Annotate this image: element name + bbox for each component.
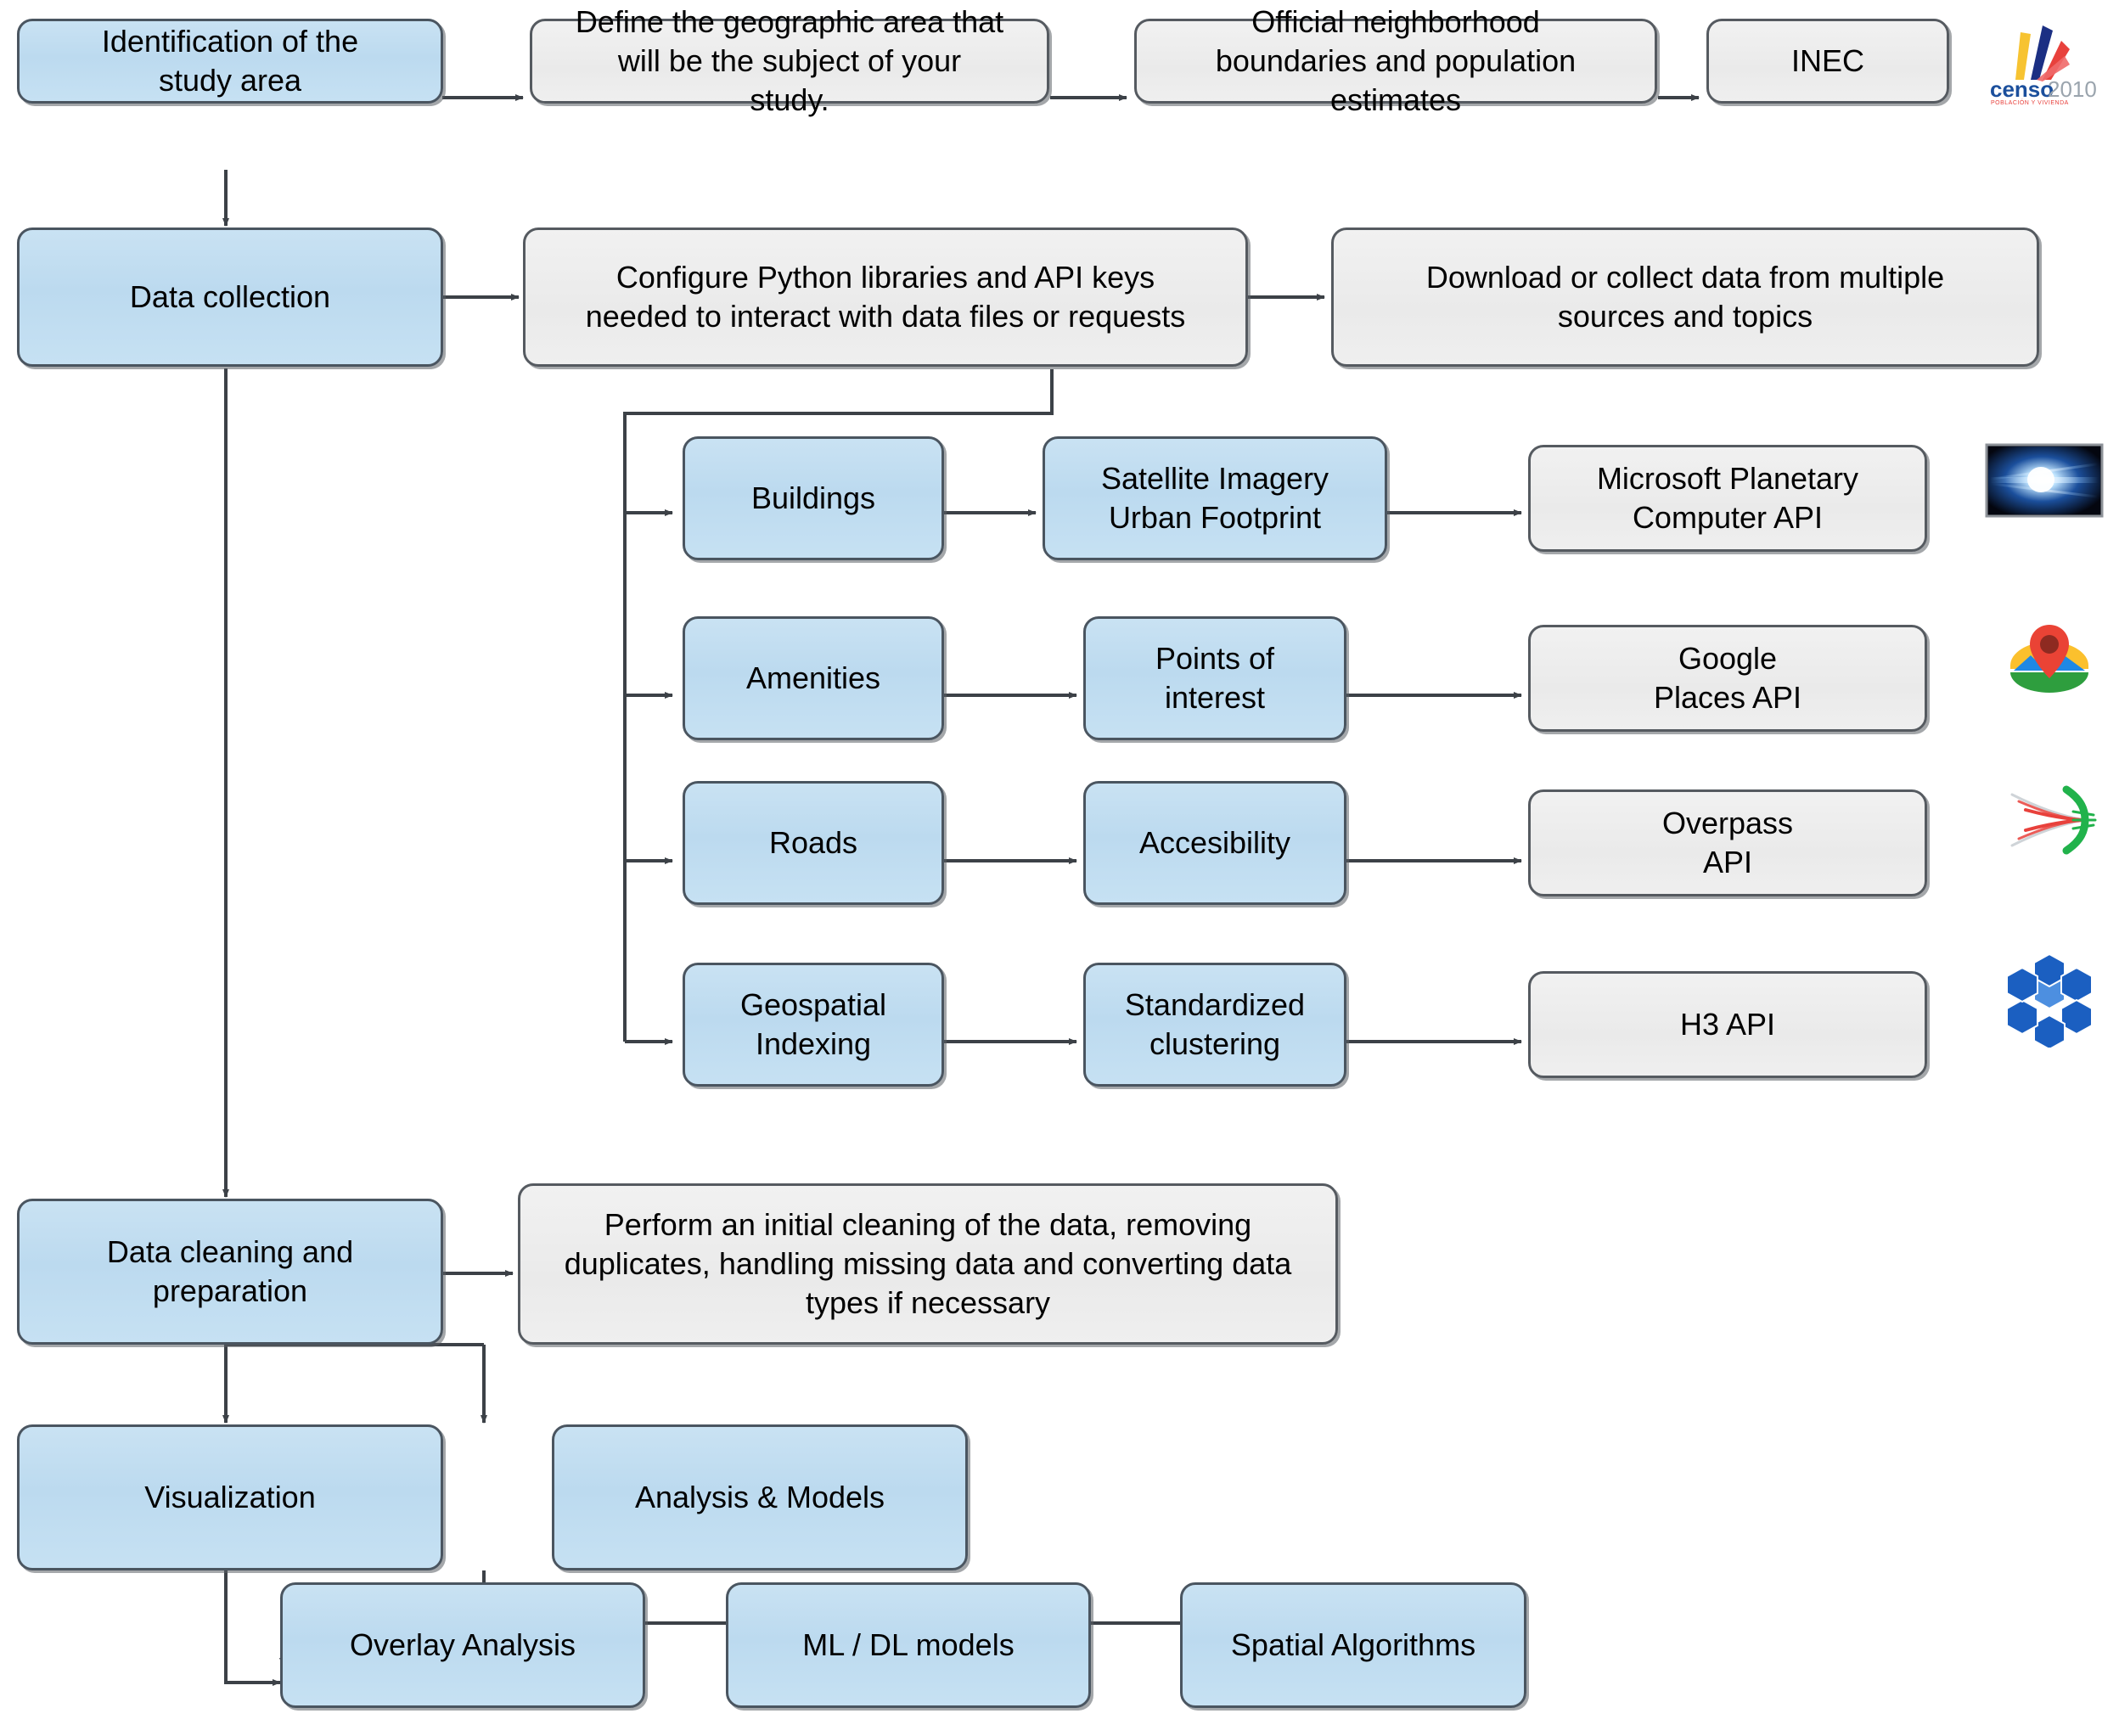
node-label: ML / DL models <box>802 1626 1015 1662</box>
node-label: Visualization <box>144 1479 316 1514</box>
node-ml-dl-models[interactable]: ML / DL models <box>726 1582 1091 1708</box>
overpass-api-logo-svg <box>2010 785 2097 855</box>
node-h3-api[interactable]: H3 API <box>1528 971 1927 1078</box>
node-inec[interactable]: INEC <box>1706 19 1949 104</box>
node-overlay-analysis[interactable]: Overlay Analysis <box>280 1582 645 1708</box>
node-accesibility[interactable]: Accesibility <box>1083 781 1346 905</box>
svg-text:POBLACIÓN Y VIVIENDA: POBLACIÓN Y VIVIENDA <box>1991 98 2069 105</box>
censo-2010-logo: censo 2010 POBLACIÓN Y VIVIENDA <box>1983 15 2111 105</box>
edge-cleaning-split <box>224 1343 484 1350</box>
node-buildings[interactable]: Buildings <box>683 436 944 560</box>
node-label: Perform an initial cleaning of the data,… <box>564 1206 1292 1321</box>
node-label: Data collection <box>129 278 331 314</box>
node-label: H3 API <box>1679 1006 1776 1042</box>
node-label: Amenities <box>745 660 881 695</box>
svg-text:2010: 2010 <box>2048 76 2097 102</box>
node-label: Roads <box>768 824 858 860</box>
node-label: Accesibility <box>1138 824 1291 860</box>
h3-logo-svg <box>2006 952 2093 1048</box>
node-data-collection[interactable]: Data collection <box>17 228 443 367</box>
microsoft-planetary-computer-logo <box>1985 440 2104 521</box>
node-label: Overlay Analysis <box>349 1626 576 1662</box>
node-label: Buildings <box>750 480 876 515</box>
svg-text:censo: censo <box>1990 76 2054 102</box>
node-label: INEC <box>1790 42 1864 78</box>
overpass-api-logo <box>2000 771 2099 869</box>
node-label: Analysis & Models <box>634 1479 885 1514</box>
censo-2010-logo-svg: censo 2010 POBLACIÓN Y VIVIENDA <box>1990 25 2097 105</box>
node-amenities[interactable]: Amenities <box>683 616 944 740</box>
edge-visualization-overlay <box>224 1570 281 1686</box>
node-roads[interactable]: Roads <box>683 781 944 905</box>
node-spatial-algorithms[interactable]: Spatial Algorithms <box>1180 1582 1526 1708</box>
planetary-computer-logo-svg <box>1985 443 2104 518</box>
h3-hexagon-logo <box>1995 949 2104 1048</box>
node-perform-initial-cleaning[interactable]: Perform an initial cleaning of the data,… <box>518 1183 1338 1345</box>
node-label: Spatial Algorithms <box>1230 1626 1476 1662</box>
node-analysis-models[interactable]: Analysis & Models <box>552 1424 968 1570</box>
node-visualization[interactable]: Visualization <box>17 1424 443 1570</box>
google-places-logo <box>2000 610 2099 708</box>
google-places-logo-svg <box>2010 625 2088 693</box>
